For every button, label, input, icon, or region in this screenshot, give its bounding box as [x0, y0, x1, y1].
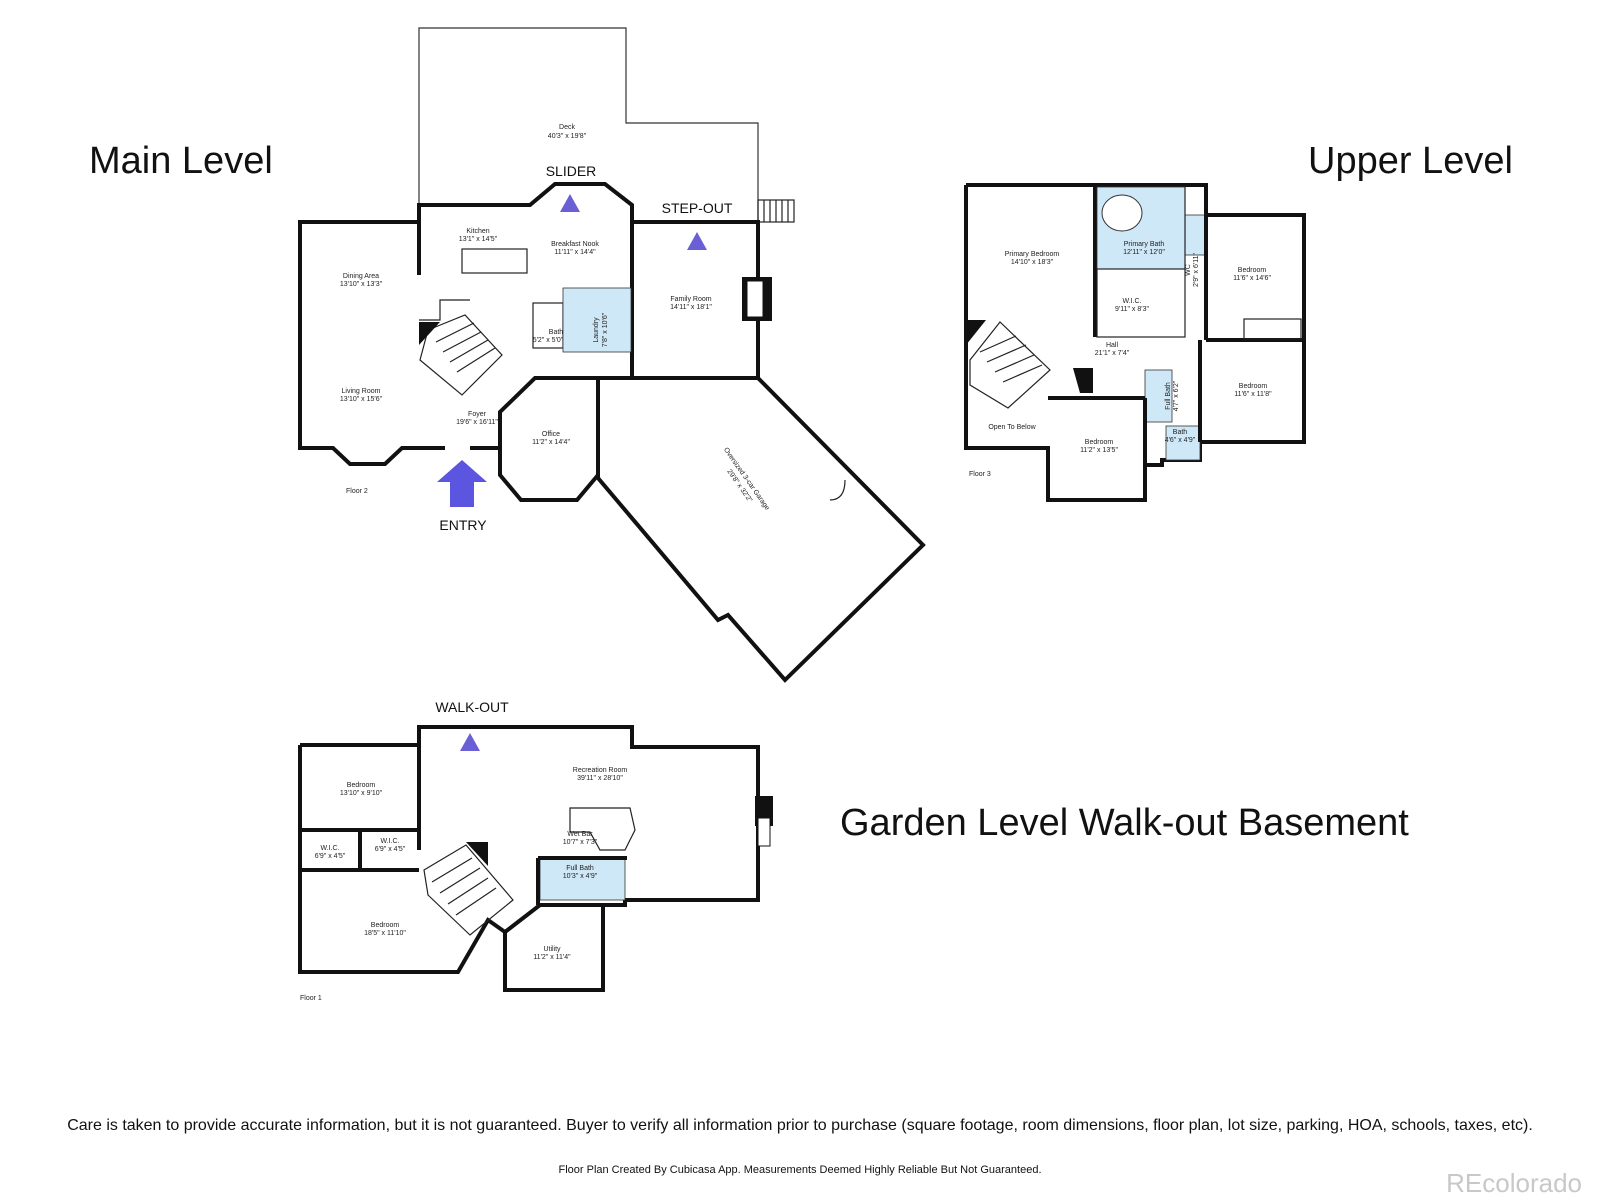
room-name: Bedroom [1238, 267, 1267, 274]
dining-living-walls [298, 220, 500, 466]
room-name: Wet Bar [567, 831, 593, 838]
laundry [562, 287, 632, 353]
room-name: Kitchen [466, 228, 489, 235]
garden-full-bath [539, 857, 626, 901]
room-name: Bath [1173, 429, 1188, 436]
watermark-logo: REcolorado [1446, 1168, 1582, 1198]
garden-level-title: Garden Level Walk-out Basement [840, 802, 1409, 844]
room-name: Bedroom [347, 782, 376, 789]
slider-label: SLIDER [546, 163, 597, 179]
room-dim: 6'9" x 4'5" [375, 846, 406, 853]
room-name: Full Bath [1165, 382, 1172, 410]
step-out-marker-icon [687, 232, 707, 250]
main-stairs [419, 314, 503, 396]
room-dim: 7'8" x 10'6" [602, 312, 609, 347]
room-dim: 19'6" x 16'11" [456, 419, 498, 426]
room-dim: 11'6" x 14'6" [1233, 275, 1271, 282]
floor-3-label: Floor 3 [969, 471, 991, 478]
room-dim: 5'2" x 5'0" [533, 337, 564, 344]
room-name: Breakfast Nook [551, 241, 599, 248]
room-dim: 4'7" x 6'2" [1173, 380, 1180, 411]
floor-1-label: Floor 1 [300, 995, 322, 1002]
entry-arrow-icon [437, 460, 487, 507]
upper-wic [1096, 268, 1186, 338]
room-name: Office [542, 431, 560, 438]
main-level-title: Main Level [89, 140, 273, 182]
room-dim: 10'7" x 7'3" [563, 839, 598, 846]
deck-outline [418, 27, 759, 223]
room-dim: 4'6" x 4'9" [1165, 437, 1196, 444]
room-dim: 39'11" x 28'10" [577, 775, 623, 782]
kitchen-island [461, 248, 528, 274]
room-name: Primary Bath [1124, 241, 1165, 248]
room-dim: 14'11" x 18'1" [670, 304, 712, 311]
room-name: Bath [549, 329, 564, 336]
deck-stairs [757, 199, 795, 223]
wet-bar-counter [569, 807, 636, 851]
room-name: Living Room [342, 388, 381, 395]
room-name: W.I.C. [320, 845, 339, 852]
room-dim: 18'5" x 11'10" [364, 930, 406, 937]
entry-label: ENTRY [439, 517, 487, 533]
upper-level-title: Upper Level [1308, 140, 1513, 182]
garden-stairs [423, 844, 514, 936]
room-name: W.I.C. [380, 838, 399, 845]
room-name: Bedroom [1085, 439, 1114, 446]
main-level-plan [298, 27, 926, 683]
room-dim: 13'10" x 9'10" [340, 790, 383, 797]
credit-text: Floor Plan Created By Cubicasa App. Meas… [558, 1164, 1042, 1176]
room-dim: 13'10" x 15'6" [340, 396, 383, 403]
garden-room-labels: Bedroom 13'10" x 9'10" Recreation Room 3… [315, 767, 628, 961]
upper-full-bath [1144, 369, 1173, 423]
room-dim: 14'10" x 18'3" [1011, 259, 1054, 266]
room-name: Recreation Room [573, 767, 628, 774]
floor-2-label: Floor 2 [346, 488, 368, 495]
room-dim: 12'11" x 12'0" [1123, 249, 1165, 256]
upper-small-bath [1165, 425, 1201, 461]
room-dim: 2'9" x 6'11" [1193, 252, 1200, 286]
room-dim: 11'2" x 14'4" [532, 439, 570, 446]
room-dim: 10'3" x 4'9" [563, 873, 598, 880]
walk-out-marker-icon [460, 733, 480, 751]
step-out-label: STEP-OUT [662, 200, 733, 216]
room-dim: 9'11" x 8'3" [1115, 306, 1149, 313]
slider-marker-icon [560, 194, 580, 212]
room-name: W.I.C. [1122, 298, 1141, 305]
room-name: Family Room [670, 296, 711, 303]
garden-level-plan [298, 725, 773, 992]
room-name: Hall [1106, 342, 1119, 349]
room-dim: 13'1" x 14'5" [459, 236, 498, 243]
room-name: Foyer [468, 411, 487, 418]
room-dim: 13'10" x 13'3" [340, 281, 383, 288]
room-dim: 11'11" x 14'4" [554, 249, 596, 256]
room-name: Utility [543, 946, 561, 953]
room-name: Bedroom [1239, 383, 1268, 390]
garage-walls [596, 376, 926, 683]
room-name: Laundry [593, 317, 600, 343]
room-name: Dining Area [343, 273, 379, 280]
room-dim: 6'9" x 4'5" [315, 853, 346, 860]
room-name: Bedroom [371, 922, 400, 929]
walk-out-label: WALK-OUT [435, 699, 509, 715]
garden-outer-walls [298, 725, 760, 992]
room-dim: 11'2" x 13'5" [1080, 447, 1118, 454]
upper-stairs [969, 321, 1051, 409]
room-name: Full Bath [566, 865, 594, 872]
room-name: Open To Below [988, 424, 1036, 431]
upper-level-plan [964, 183, 1306, 502]
room-dim: 40'3" x 19'8" [548, 133, 587, 140]
room-dim: 21'1" x 7'4" [1095, 350, 1130, 357]
room-dim: 11'6" x 11'8" [1234, 391, 1272, 398]
room-dim: 11'2" x 11'4" [533, 954, 571, 961]
room-name: Deck [559, 124, 575, 131]
upper-room-labels: Primary Bedroom 14'10" x 18'3" Primary B… [988, 241, 1272, 454]
disclaimer-text: Care is taken to provide accurate inform… [67, 1117, 1533, 1134]
room-name: WC [1185, 264, 1192, 276]
room-name: Primary Bedroom [1005, 251, 1060, 258]
